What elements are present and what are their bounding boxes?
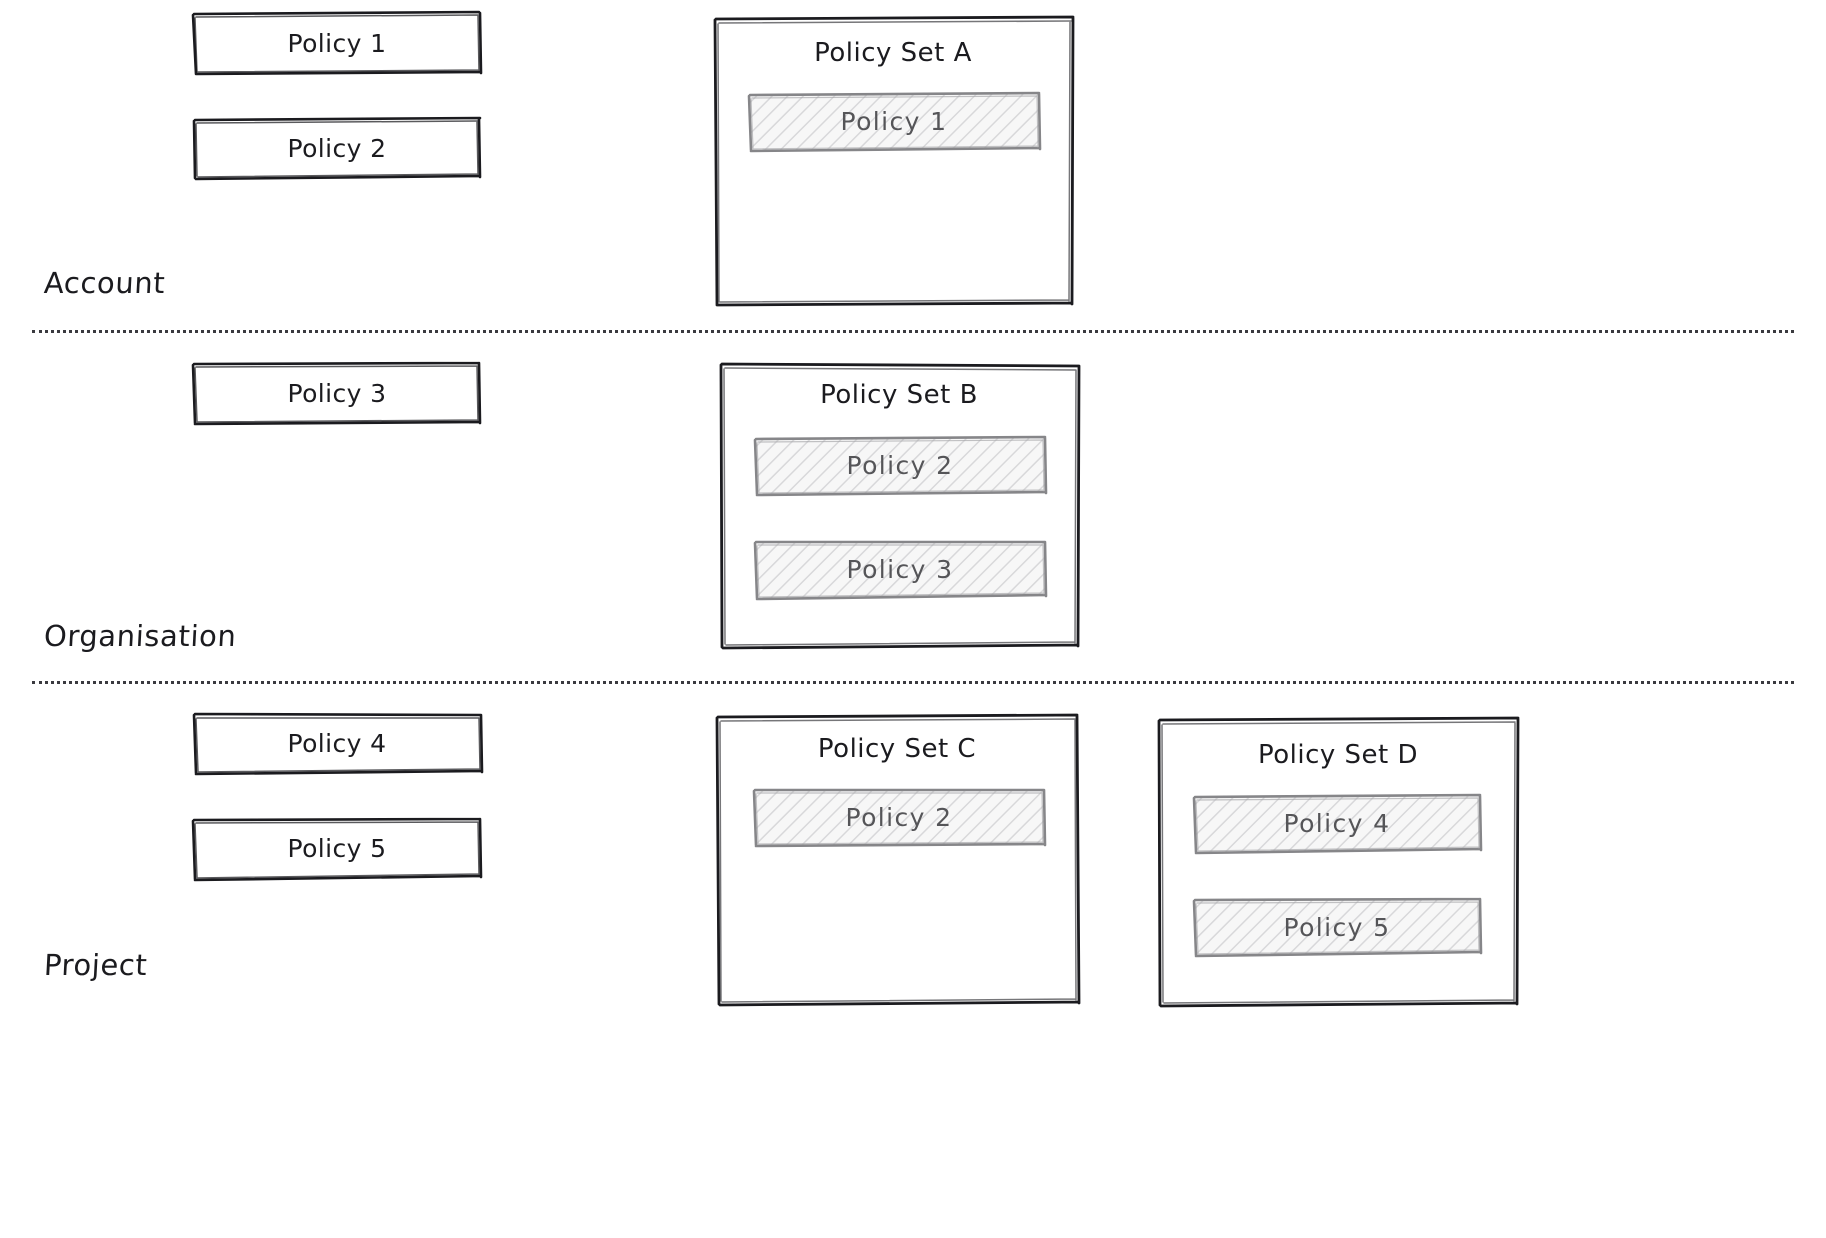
policy-set-outline	[719, 362, 1081, 650]
policy-box-outline	[191, 817, 483, 882]
policy-set-d-member-policy-4[interactable]: Policy 4	[1191, 792, 1483, 855]
policy-box-policy-3[interactable]: Policy 3	[191, 360, 483, 426]
policy-set-c[interactable]: Policy Set C Policy 2	[713, 712, 1081, 1008]
policy-box-policy-5[interactable]: Policy 5	[191, 815, 483, 882]
layer-label-organisation: Organisation	[43, 619, 238, 653]
policy-set-b-member-policy-2[interactable]: Policy 2	[752, 434, 1048, 497]
layer-label-account: Account	[43, 266, 167, 300]
policy-box-outline	[191, 361, 482, 426]
member-box-outline	[753, 435, 1048, 497]
policy-box-outline	[191, 10, 483, 76]
policy-set-b[interactable]: Policy Set B Policy 2 Policy 3	[716, 360, 1082, 650]
member-box-outline	[1192, 793, 1483, 855]
policy-set-d[interactable]: Policy Set D Policy 4 Policy 5	[1155, 716, 1521, 1008]
policy-set-outline	[1157, 716, 1520, 1008]
policy-set-outline	[713, 15, 1075, 307]
policy-set-outline	[715, 713, 1081, 1007]
policy-set-a-member-policy-1[interactable]: Policy 1	[746, 90, 1042, 153]
member-box-outline	[752, 788, 1047, 848]
policy-box-policy-4[interactable]: Policy 4	[191, 710, 484, 776]
policy-box-policy-2[interactable]: Policy 2	[191, 115, 483, 181]
policy-set-b-member-policy-3[interactable]: Policy 3	[752, 538, 1048, 601]
policy-set-d-member-policy-5[interactable]: Policy 5	[1191, 896, 1483, 958]
policy-box-outline	[192, 116, 482, 181]
policy-box-outline	[192, 712, 484, 776]
policy-set-a[interactable]: Policy Set A Policy 1	[710, 14, 1076, 308]
member-box-outline	[747, 91, 1042, 153]
layer-label-project: Project	[43, 948, 149, 982]
layer-divider-account-organisation	[32, 330, 1794, 333]
member-box-outline	[753, 540, 1048, 601]
policy-box-policy-1[interactable]: Policy 1	[191, 10, 483, 76]
member-box-outline	[1192, 897, 1483, 958]
policy-set-c-member-policy-2[interactable]: Policy 2	[751, 786, 1047, 848]
layer-divider-organisation-project	[32, 681, 1794, 684]
